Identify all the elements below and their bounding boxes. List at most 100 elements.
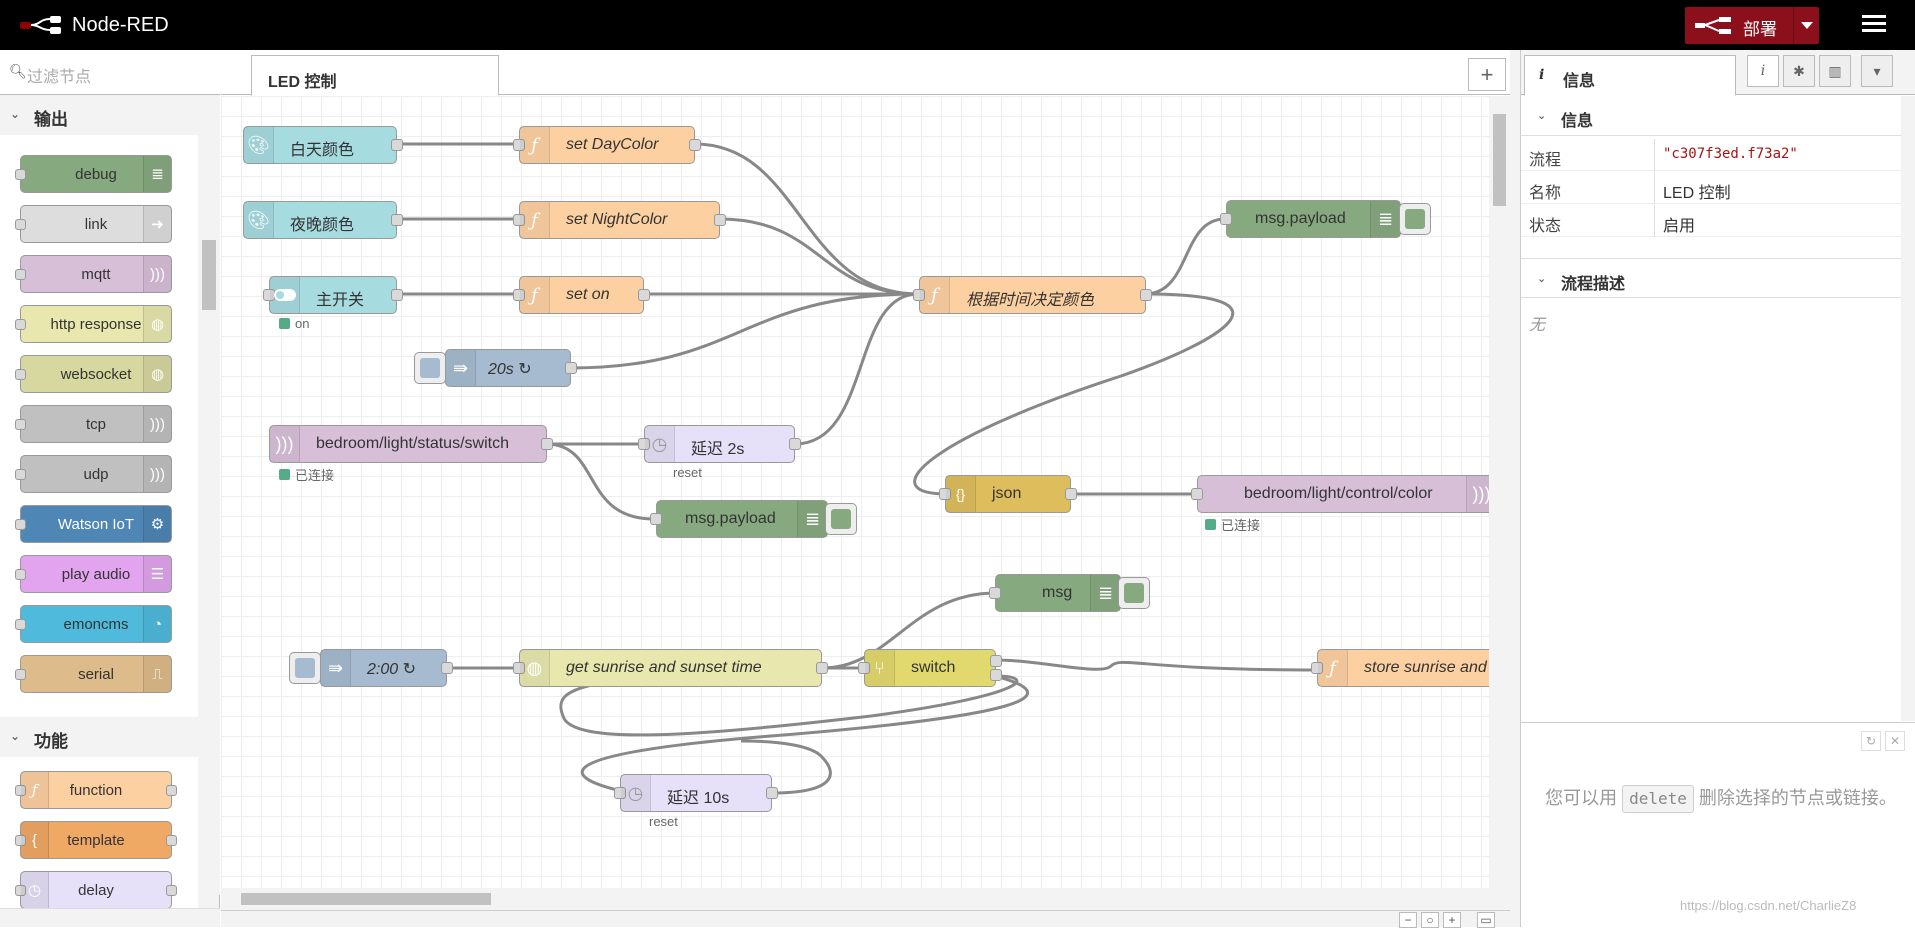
node-mqtt-out[interactable]: bedroom/light/control/color ))) xyxy=(1191,475,1489,513)
top-header: Node-RED 部署 xyxy=(0,0,1915,50)
node-mqtt-in[interactable]: ))) bedroom/light/status/switch xyxy=(269,425,553,463)
dashboard-tab-button[interactable]: ▥ xyxy=(1819,55,1851,87)
zoom-reset-button[interactable]: ○ xyxy=(1421,912,1439,928)
palette-category-output[interactable]: ⌄ 输出 xyxy=(0,95,198,135)
palette-node-emoncms[interactable]: emoncms◔ xyxy=(15,605,172,643)
arrow-right-icon: ⇛ xyxy=(321,650,351,686)
link-out-icon: ➜ xyxy=(143,206,171,242)
node-delay-10s[interactable]: ◷ 延迟 10s xyxy=(614,774,778,812)
tab-led-control[interactable]: LED 控制 xyxy=(251,55,499,96)
palette-search-input[interactable]: 过滤节点 xyxy=(27,69,92,86)
feed-icon: ☰ xyxy=(143,556,171,592)
deploy-icon xyxy=(1695,17,1731,34)
node-main-switch[interactable]: 主开关 xyxy=(263,276,403,314)
palette-node-play-audio[interactable]: play audio☰ xyxy=(15,555,172,593)
prop-key: 状态 xyxy=(1529,218,1562,235)
palette-category-function[interactable]: ⌄ 功能 xyxy=(0,717,198,757)
palette-node-serial[interactable]: serial⎍ xyxy=(15,655,172,693)
sidebar-scrollbar[interactable] xyxy=(1901,96,1915,721)
node-switch[interactable]: ⑂ switch xyxy=(858,649,1002,687)
sidebar-tab-info[interactable]: i 信息 xyxy=(1524,55,1736,96)
palette-search[interactable]: 🔍︎ 过滤节点 xyxy=(0,50,220,95)
sidebar-info-panel: ⌄ 信息 流程 "c307f3ed.f73a2" 名称 LED 控制 状态 启用… xyxy=(1521,96,1915,721)
refresh-icon[interactable]: ↻ xyxy=(1861,731,1881,751)
debug-toggle-mid[interactable] xyxy=(825,503,857,535)
palette-node-watson-iot[interactable]: Watson IoT⚙ xyxy=(15,505,172,543)
node-store-sun-time[interactable]: ƒ store sunrise and sunset time xyxy=(1311,649,1489,687)
deploy-dropdown-caret-icon[interactable] xyxy=(1793,7,1819,44)
info-section-header[interactable]: ⌄ 信息 xyxy=(1521,96,1901,136)
node-night-color[interactable]: 🎨︎ 夜晚颜色 xyxy=(243,201,403,239)
palette-node-template[interactable]: {template xyxy=(15,821,177,859)
palette-node-mqtt[interactable]: mqtt))) xyxy=(15,255,172,293)
palette-node-tcp[interactable]: tcp))) xyxy=(15,405,172,443)
info-tab-icon-button[interactable]: i xyxy=(1747,55,1779,87)
list-icon: ≣ xyxy=(143,156,171,192)
close-icon[interactable]: ✕ xyxy=(1885,731,1905,751)
search-icon: 🔍︎ xyxy=(9,63,27,79)
palette-node-http-response[interactable]: http response◍ xyxy=(15,305,172,343)
sidebar-separator[interactable] xyxy=(1510,50,1521,927)
section-title: 信息 xyxy=(1561,113,1594,130)
node-label: delay xyxy=(78,881,114,899)
palette-node-delay[interactable]: ◷ delay xyxy=(15,871,177,909)
debug-toggle-top[interactable] xyxy=(1399,203,1431,235)
node-debug-msg[interactable]: msg ≣ xyxy=(989,574,1121,612)
workspace-footer: − ○ + ▭ xyxy=(221,910,1510,928)
node-sub-label: reset xyxy=(649,814,678,829)
node-set-on[interactable]: ƒ set on xyxy=(513,276,650,314)
node-set-daycolor[interactable]: ƒ set DayColor xyxy=(513,126,701,164)
node-label: 根据时间决定颜色 xyxy=(966,292,1095,309)
node-label: get sunrise and sunset time xyxy=(566,659,762,676)
prop-value: 启用 xyxy=(1654,205,1901,237)
zoom-out-button[interactable]: − xyxy=(1399,912,1417,928)
debug-tab-button[interactable]: ✱ xyxy=(1783,55,1815,87)
node-decide-color[interactable]: ƒ 根据时间决定颜色 xyxy=(913,276,1152,314)
node-debug-mid[interactable]: msg.payload ≣ xyxy=(650,500,828,538)
node-label: msg xyxy=(1042,584,1073,601)
node-label: 白天颜色 xyxy=(290,142,355,159)
node-delay-2s[interactable]: ◷ 延迟 2s xyxy=(638,425,801,463)
node-label: store sunrise and sunset time xyxy=(1364,659,1489,676)
zoom-in-button[interactable]: + xyxy=(1443,912,1461,928)
switch-branch-icon: ⑂ xyxy=(865,650,895,686)
palette-scrollbar[interactable] xyxy=(198,95,220,895)
node-day-color[interactable]: 🎨︎ 白天颜色 xyxy=(243,126,403,164)
node-label: template xyxy=(67,831,125,849)
palette-node-udp[interactable]: udp))) xyxy=(15,455,172,493)
inject-button-20s[interactable] xyxy=(414,352,446,384)
node-inject-200[interactable]: ⇛ 2:00 ↻ xyxy=(320,649,453,687)
node-label: bedroom/light/status/switch xyxy=(316,435,509,452)
canvas-vertical-scrollbar[interactable] xyxy=(1489,96,1510,888)
node-label: msg.payload xyxy=(685,510,776,527)
navigator-button[interactable]: ▭ xyxy=(1477,912,1495,928)
desc-section-header[interactable]: ⌄ 流程描述 xyxy=(1521,258,1901,298)
node-label: websocket xyxy=(60,365,132,383)
palette-node-link[interactable]: link ➜ xyxy=(15,205,172,243)
node-debug-top[interactable]: msg.payload ≣ xyxy=(1220,200,1401,238)
main-menu-button[interactable] xyxy=(1860,12,1888,38)
chevron-down-icon: ⌄ xyxy=(1537,273,1547,285)
node-http-request[interactable]: ◍ get sunrise and sunset time xyxy=(513,649,828,687)
json-brace-icon: {} xyxy=(946,476,976,512)
palette-node-websocket[interactable]: websocket◍ xyxy=(15,355,172,393)
function-icon: ƒ xyxy=(1318,650,1348,686)
chevron-down-icon: ▾ xyxy=(1873,62,1881,79)
node-set-nightcolor[interactable]: ƒ set NightColor xyxy=(513,201,726,239)
sidebar-tab-menu-button[interactable]: ▾ xyxy=(1861,55,1893,87)
add-flow-button[interactable]: + xyxy=(1468,58,1506,91)
node-inject-20s[interactable]: ⇛ 20s ↻ xyxy=(445,349,577,387)
canvas-horizontal-scrollbar[interactable] xyxy=(221,888,1510,910)
prop-key: 流程 xyxy=(1529,152,1562,169)
flow-canvas[interactable]: 🎨︎ 白天颜色 🎨︎ 夜晚颜色 主开关 on ⇛ 20s ↻ ))) bedro… xyxy=(221,96,1489,888)
deploy-button[interactable]: 部署 xyxy=(1685,7,1819,44)
node-label: 延迟 2s xyxy=(691,441,745,458)
timer-icon: ◷ xyxy=(21,872,49,908)
inject-button-200[interactable] xyxy=(289,652,321,684)
debug-toggle-msg[interactable] xyxy=(1118,577,1150,609)
node-json[interactable]: {} json xyxy=(939,475,1077,513)
palette-node-debug[interactable]: debug≣ xyxy=(15,155,172,193)
node-label: link xyxy=(84,215,108,233)
info-icon: i xyxy=(1539,67,1545,83)
